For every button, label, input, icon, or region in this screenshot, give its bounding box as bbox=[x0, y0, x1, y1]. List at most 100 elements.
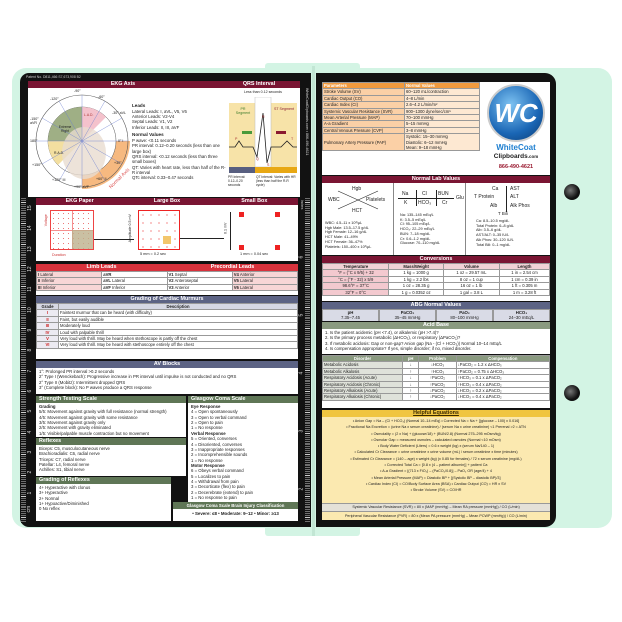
bmp-value: Cr: 0.6–1.2 mg/dL bbox=[400, 236, 431, 241]
equation-line: • Osmolar Gap = measured osmoles – calcu… bbox=[371, 437, 501, 442]
lead-name: II bbox=[38, 278, 41, 284]
hgb-label: Hgb bbox=[352, 186, 362, 192]
disorder-ph: ↑ bbox=[401, 386, 420, 395]
equation-line: • Mean Arterial Pressure (MAP) = Diastol… bbox=[371, 475, 501, 480]
abg-range: 24–30 mEq/L bbox=[508, 315, 535, 321]
ruler-cm-number: 2 bbox=[26, 471, 33, 474]
lft-value: Alk Phos: 30–120 IU/L bbox=[476, 237, 514, 242]
ruler-cm-number: 11 bbox=[26, 286, 33, 293]
acid-base-step: 1. Is the patient acidemic (pH <7.4), or… bbox=[325, 330, 439, 335]
axis-label: -30° aVL bbox=[112, 111, 127, 115]
pvr-equation: Peripheral Vascular Resistance (PVR) = 8… bbox=[322, 511, 550, 520]
grading-reflexes-title: Grading of Reflexes bbox=[36, 477, 171, 484]
reflexes-title: Reflexes bbox=[36, 438, 186, 445]
ca-label: Ca bbox=[492, 186, 499, 192]
svr-equation: Systemic Vascular Resistance (SVR) = 80 … bbox=[322, 503, 550, 511]
disorder-row: Respiratory Acidosis (Chronic)↓↑PaCO₂↑HC… bbox=[322, 380, 550, 389]
bmp-value: Cl: 95–105 mEq/L bbox=[400, 222, 431, 227]
disorder-problem: ↑PaCO₂ bbox=[418, 380, 457, 389]
disorder-problem: ↑HCO₃ bbox=[418, 367, 457, 376]
phone-number[interactable]: 866-490-4621 bbox=[498, 164, 534, 170]
whitecoat-logo-icon: WC bbox=[487, 84, 545, 142]
st-segment-label: ST Segment bbox=[274, 107, 294, 111]
cbc-value: Platelets: 150–400 x 10³/µL bbox=[325, 244, 372, 249]
qt-interval-note: QT Interval: Varies with HR (less than h… bbox=[256, 175, 296, 188]
volume-conversion: 16 oz = 1 lb bbox=[442, 282, 501, 290]
axis-label: -60° bbox=[98, 95, 105, 99]
disorder-problem: ↑PaCO₂ bbox=[418, 374, 457, 382]
ast-label: AST bbox=[510, 186, 520, 192]
reflexes-section: Reflexes Biceps: C5, musculocutaneous ne… bbox=[36, 438, 186, 476]
lab-values-section: Normal Lab Values Hgb WBC Platelets HCT … bbox=[322, 176, 550, 255]
lead-name: V4 bbox=[233, 272, 239, 277]
lead-name: III bbox=[38, 284, 42, 290]
ekg-paper-title: EKG Paper bbox=[65, 198, 94, 204]
leads-item: Inferior Leads: II, III, aVF bbox=[132, 124, 180, 130]
verbal-response-item: 3 = Inappropriate responses bbox=[191, 446, 245, 452]
t-bili-label: T Bili bbox=[498, 211, 508, 216]
t-wave-label: T bbox=[291, 137, 294, 141]
qrs-top-label: Less than 0.12 seconds bbox=[244, 90, 282, 94]
small-box-diagram bbox=[230, 212, 280, 250]
reflex-grade-item: 4+ Hyperactive with clonus bbox=[39, 485, 91, 490]
conversion-header: Temperature bbox=[322, 262, 390, 271]
equation-line: • Corrected Total Ca = [0.8 x (4 – patie… bbox=[384, 463, 488, 468]
volume-conversion: 1 oz = 29.57 mL bbox=[442, 269, 501, 277]
axis-label: 180° bbox=[30, 139, 38, 143]
reflex-item: Brachioradialis: C6, radial nerve bbox=[39, 451, 100, 457]
motor-response-title: Motor Response bbox=[191, 462, 225, 468]
motor-response-item: 3 = Decorticate (flex) to pain bbox=[191, 484, 245, 490]
strength-item: 5/5: Movement against gravity with full … bbox=[39, 409, 167, 415]
brain-injury-title: Glasgow Coma Scale Brain Injury Classifi… bbox=[173, 502, 298, 509]
temperature-conversion: °F = (°C x 9/5) + 32 bbox=[322, 269, 390, 277]
verbal-response-item: 5 = Oriented, converses bbox=[191, 436, 237, 442]
abg-param: PaCO₂ bbox=[400, 310, 415, 315]
motor-response-item: 1 = No response to pain bbox=[191, 495, 237, 501]
strength-item: 0/5: No contraction bbox=[39, 436, 183, 437]
ruler-cm-number: 4 bbox=[26, 430, 33, 434]
eye-response-item: 3 = Open to verbal command bbox=[191, 414, 247, 420]
mass-conversion: 1 g = 0.0352 oz bbox=[388, 288, 444, 297]
normal-value-item: QTc interval: 0.33–0.47 seconds bbox=[132, 175, 194, 181]
ruler-cm-number: 15 bbox=[26, 205, 33, 211]
param-row: Central Venous Pressure (CVP)3–8 mmHg bbox=[322, 126, 480, 135]
alt-label: ALT bbox=[510, 194, 519, 200]
lead-region: Lateral bbox=[240, 278, 253, 284]
param-row: Pulmonary Artery Pressure (PAP)Systolic:… bbox=[322, 133, 480, 152]
cbc-value: Hgb Female: 12–16 g/dL bbox=[325, 230, 367, 235]
lead-region: Anteroseptal bbox=[174, 278, 199, 284]
reflex-grade-item: 3+ Hyperactive bbox=[39, 490, 68, 496]
bun-label: BUN bbox=[438, 191, 449, 197]
equations-title: Helpful Equations bbox=[322, 410, 550, 417]
voltage-label: Voltage bbox=[43, 214, 48, 227]
lead-name: V3 bbox=[168, 284, 174, 290]
ekg-paper-grid bbox=[50, 210, 94, 250]
param-value: 3–8 mmHg bbox=[404, 126, 480, 135]
mass-conversion: 1 kg = 2.2 lbs bbox=[388, 275, 444, 284]
axis-label: +60° II bbox=[96, 177, 107, 181]
conversion-header: Volume bbox=[442, 262, 501, 271]
equation-line: • Osmolality = (2 x Na) + (glucose/18) +… bbox=[371, 431, 501, 436]
strength-item: 2/5: Movement with gravity eliminated bbox=[39, 425, 111, 431]
abg-range: 7.35–7.45 bbox=[340, 315, 361, 321]
logo-suffix: .com bbox=[527, 154, 539, 159]
disorder-header: pH bbox=[401, 355, 420, 363]
ruler-cm-number: 7 bbox=[26, 369, 33, 373]
description-column-header: Description bbox=[58, 302, 298, 311]
ekg-axis-header: EKG Axis QRS Interval bbox=[28, 81, 300, 88]
motor-response-item: 5 = Localizes to pain bbox=[191, 473, 231, 479]
lead-region: Lateral bbox=[40, 272, 54, 277]
lead-region: Anterior bbox=[239, 272, 255, 277]
ruler-cm-number: 1 bbox=[26, 491, 33, 495]
equation-line: • Estimated Cr Clearance = (140 – age) x… bbox=[350, 456, 522, 461]
